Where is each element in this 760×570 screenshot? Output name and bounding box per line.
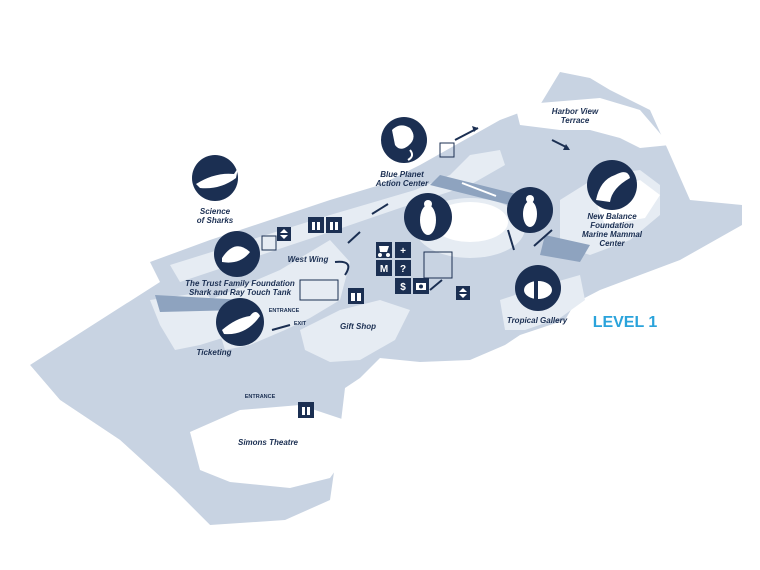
route-arrows <box>271 126 570 331</box>
medical-label: + <box>400 246 406 257</box>
camera-icon[interactable] <box>413 278 429 294</box>
science-of-sharks-label-2: of Sharks <box>197 216 234 225</box>
shark-icon[interactable] <box>192 155 238 201</box>
penguin-icon[interactable] <box>404 193 452 241</box>
membership-icon[interactable]: M <box>376 260 392 276</box>
seal-icon[interactable] <box>216 298 264 346</box>
globe-icon[interactable] <box>381 117 427 163</box>
route-arrow <box>347 231 361 244</box>
elevator-icon[interactable] <box>277 227 291 241</box>
route-arrow <box>533 229 553 247</box>
harbor-view-terrace-label-1: Harbor View <box>552 107 599 116</box>
new-balance-label-4: Center <box>599 239 625 248</box>
ray-icon[interactable] <box>214 231 260 277</box>
west-wing-loop-arrow <box>334 260 350 276</box>
route-arrow <box>371 203 389 215</box>
simons-theatre-label: Simons Theatre <box>238 438 299 447</box>
stairs <box>261 142 455 301</box>
theatre-entrance-label: ENTRANCE <box>245 394 276 400</box>
atm-label: $ <box>400 282 406 293</box>
exit-label: EXIT <box>294 321 307 327</box>
gift-shop-area <box>300 300 410 362</box>
harbor-view-terrace-area <box>515 98 670 148</box>
information-label: ? <box>400 264 406 275</box>
stroller-icon[interactable] <box>376 242 392 258</box>
route-arrow <box>271 324 291 331</box>
information-icon[interactable]: ? <box>395 260 411 276</box>
medical-icon[interactable]: + <box>395 242 411 258</box>
stairs-icon <box>299 279 339 301</box>
tropical-gallery-label: Tropical Gallery <box>507 316 568 325</box>
ticketing-label: Ticketing <box>197 348 232 357</box>
main-floor <box>30 72 742 525</box>
elevator-icon[interactable] <box>456 286 470 300</box>
route-arrow <box>507 229 515 251</box>
blue-planet-label-2: Action Center <box>375 179 429 188</box>
amenities[interactable]: + M ? $ <box>277 217 470 418</box>
stairs-icon <box>439 142 455 158</box>
restroom-icon[interactable] <box>326 217 342 233</box>
gift-shop-label: Gift Shop <box>340 322 376 331</box>
west-wing-label: West Wing <box>288 255 329 264</box>
gift-shop-icon[interactable] <box>348 288 364 304</box>
seal-icon[interactable] <box>587 160 637 210</box>
membership-label: M <box>380 264 388 275</box>
harbor-view-terrace-label-2: Terrace <box>561 116 590 125</box>
touch-tank-label-1: The Trust Family Foundation <box>185 279 295 288</box>
route-arrow <box>461 182 497 197</box>
new-balance-label-3: Marine Mammal <box>582 230 643 239</box>
new-balance-label-2: Foundation <box>590 221 634 230</box>
map-labels: Harbor View Terrace Blue Planet Action C… <box>185 107 657 447</box>
touch-tank-label-2: Shark and Ray Touch Tank <box>189 288 292 297</box>
new-balance-label-1: New Balance <box>587 212 637 221</box>
science-of-sharks-label-1: Science <box>200 207 231 216</box>
exhibit-icons[interactable] <box>192 117 637 346</box>
route-arrow-head <box>472 126 478 132</box>
restroom-icon[interactable] <box>298 402 314 418</box>
route-arrow-head <box>563 144 570 150</box>
atm-icon[interactable]: $ <box>395 278 411 294</box>
floor-plan <box>0 72 742 570</box>
right-walkway <box>540 235 590 262</box>
stairs-icon <box>423 251 453 279</box>
theatre-floor <box>190 405 350 488</box>
main-entrance-label: ENTRANCE <box>269 308 300 314</box>
blue-planet-label-1: Blue Planet <box>380 170 424 179</box>
outer-edge <box>0 365 210 570</box>
blue-planet-walkway <box>430 175 520 205</box>
level-indicator: LEVEL 1 <box>593 314 658 331</box>
restroom-icon[interactable] <box>308 217 324 233</box>
route-arrow <box>429 279 443 291</box>
penguin-icon[interactable] <box>507 187 553 233</box>
stairs-icon <box>261 235 277 251</box>
clownfish-icon[interactable] <box>515 265 561 311</box>
